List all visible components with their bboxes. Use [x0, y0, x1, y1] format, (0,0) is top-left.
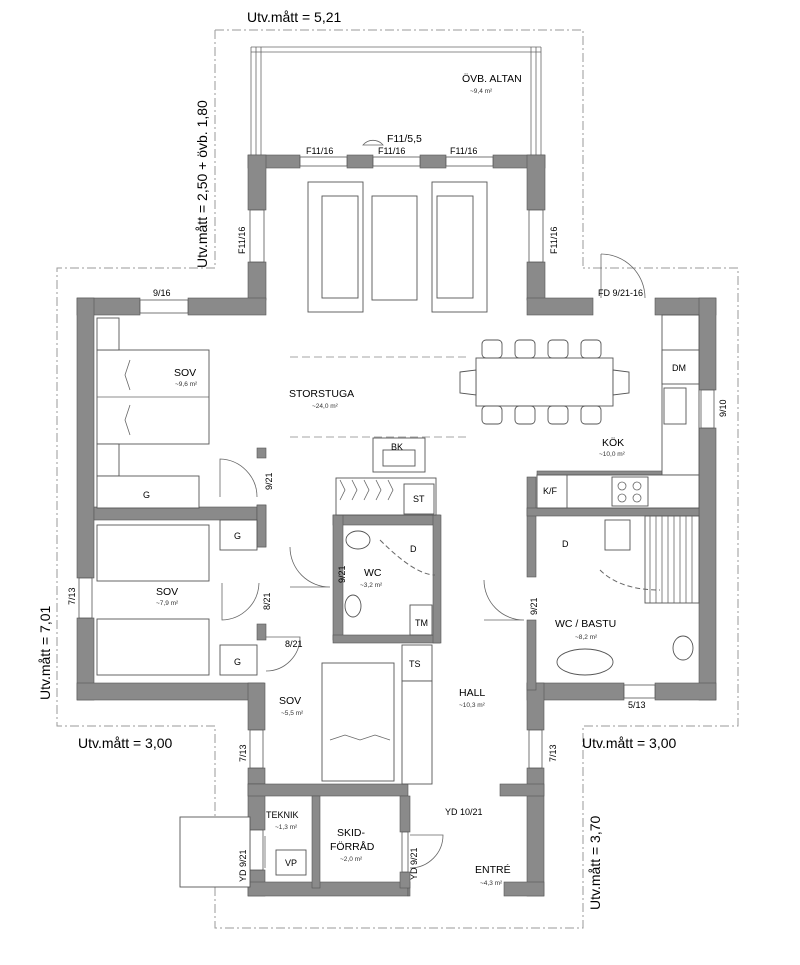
opening-yd-9-21-b: YD 9/21 — [409, 847, 419, 880]
fixture-ts: TS — [409, 659, 421, 669]
wc-label: WC — [364, 567, 382, 579]
fixture-tm: TM — [415, 618, 428, 628]
opening-yd-10-21: YD 10/21 — [445, 807, 483, 817]
opening-8-21-sov3: 8/21 — [285, 639, 303, 649]
opening-f11-16-left: F11/16 — [237, 227, 247, 254]
opening-7-13-sov3: 7/13 — [238, 744, 248, 762]
fixture-d-wc: D — [410, 544, 417, 554]
wcbastu-label: WC / BASTU — [555, 618, 616, 630]
bastu-fixtures — [556, 515, 700, 676]
opening-8-21-sov2: 8/21 — [262, 592, 272, 610]
fixture-dm: DM — [672, 363, 686, 373]
dimension-outline — [56, 29, 739, 929]
fixture-d-bastu: D — [562, 539, 569, 549]
opening-fd-9-21-16: FD 9/21-16 — [598, 288, 643, 298]
opening-yd-9-21-a: YD 9/21 — [238, 849, 248, 882]
fixture-vp: VP — [285, 858, 297, 868]
hall-area: ~10,3 m² — [459, 702, 486, 709]
teknik-area: ~1,3 m² — [275, 824, 298, 831]
entre-label: ENTRÉ — [475, 863, 511, 876]
fixture-g3: G — [234, 657, 241, 667]
kok-label: KÖK — [602, 437, 624, 449]
fixture-g1: G — [143, 490, 150, 500]
opening-f11-16-right: F11/16 — [549, 227, 559, 254]
entry-details — [179, 816, 307, 888]
dimension-left-bottom: Utv.mått = 3,00 — [78, 735, 172, 751]
kok-area: ~10,0 m² — [599, 451, 626, 458]
fixture-bk: BK — [391, 442, 403, 452]
wc-fixtures — [344, 530, 433, 636]
wc-area: ~3,2 m² — [360, 582, 383, 589]
opening-9-21-wc: 9/21 — [337, 565, 347, 583]
hall-wardrobe — [401, 644, 433, 785]
sov1-label: SOV — [174, 367, 196, 379]
dining-table — [459, 339, 630, 425]
skidforrad-label-1: SKID- — [337, 827, 366, 839]
wcbastu-area: ~8,2 m² — [575, 634, 598, 641]
sov3-area: ~5,5 m² — [281, 710, 304, 717]
living-room-furniture — [290, 181, 488, 438]
opening-7-13-left: 7/13 — [67, 587, 77, 605]
dimension-left-vertical: Utv.mått = 7,01 — [37, 606, 53, 700]
storstuga-label: STORSTUGA — [289, 388, 354, 400]
opening-9-21-sov1: 9/21 — [264, 472, 274, 490]
windows — [78, 156, 715, 873]
opening-9-21-bastu: 9/21 — [529, 597, 539, 615]
dimension-right-vertical: Utv.mått = 3,70 — [587, 816, 603, 910]
dimension-top-left-vertical: Utv.mått = 2,50 + övb. 1,80 — [194, 100, 210, 268]
fixture-kf: K/F — [543, 486, 558, 496]
opening-7-13-hall: 7/13 — [548, 744, 558, 762]
bedroom-3-furniture — [321, 662, 395, 782]
bedroom-2-furniture — [96, 519, 258, 676]
opening-9-10: 9/10 — [718, 399, 728, 417]
kitchen-counter — [536, 314, 700, 509]
sov2-area: ~7,9 m² — [156, 600, 179, 607]
skidforrad-label-2: FÖRRÅD — [330, 840, 375, 853]
fixture-st: ST — [413, 494, 425, 504]
opening-f11-16-c: F11/16 — [450, 146, 477, 156]
fixture-g2: G — [234, 531, 241, 541]
hall-label: HALL — [459, 687, 485, 699]
altan-label: ÖVB. ALTAN — [462, 73, 522, 85]
bar-kitchenette — [335, 437, 437, 516]
opening-f11-16-b: F11/16 — [378, 146, 405, 156]
entre-area: ~4,3 m² — [480, 880, 503, 887]
sov3-label: SOV — [279, 695, 301, 707]
sov1-area: ~9,6 m² — [175, 381, 198, 388]
dimension-right-bottom: Utv.mått = 3,00 — [582, 735, 676, 751]
opening-9-16: 9/16 — [153, 288, 171, 298]
altan-area: ~9,4 m² — [470, 88, 493, 95]
teknik-label: TEKNIK — [266, 810, 299, 820]
opening-5-13: 5/13 — [628, 700, 646, 710]
opening-f11-5-5: F11/5,5 — [387, 133, 422, 145]
altan — [250, 46, 542, 158]
opening-f11-16-a: F11/16 — [306, 146, 333, 156]
bedroom-1-furniture — [96, 317, 210, 509]
storstuga-area: ~24,0 m² — [312, 403, 339, 410]
doors — [219, 253, 661, 869]
skidforrad-area: ~2,0 m² — [340, 856, 363, 863]
dimension-top: Utv.mått = 5,21 — [247, 9, 341, 25]
sov2-label: SOV — [156, 586, 178, 598]
